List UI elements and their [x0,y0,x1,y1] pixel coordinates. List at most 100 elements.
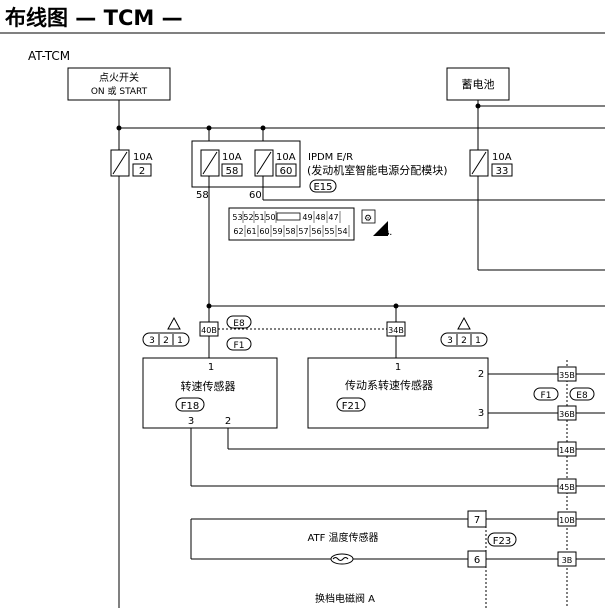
fuse-battery: 10A 33 [469,149,513,177]
connector-40b: 40B [199,321,219,337]
connector-36b: 36B [557,405,577,421]
fuse-number: 2 [139,166,145,177]
splice-dot [116,125,122,131]
pin-order-marker: 3 2 1 [440,316,488,347]
output-sensor-connector: F21 [342,401,360,412]
ipdm-pin-58: 58 [196,190,209,201]
atf-sensor-label: ATF 温度传感器 [307,531,378,544]
svg-text:2: 2 [163,336,169,346]
ipdm-pin-60: 60 [249,190,262,201]
svg-text:⚙: ⚙ [364,214,372,224]
fuse-number: 60 [280,166,293,177]
connector-e8: E8 [226,315,252,329]
splice-dot [475,103,481,109]
svg-text:57: 57 [298,227,308,236]
page-title: 布线图 — TCM — [5,6,183,30]
pinout-cell: 52 [243,211,255,223]
pin-label: 2 [225,416,231,427]
fuse-ipdm-60: 10A 60 [254,149,297,177]
ipdm-er-module: 10A 58 10A 60 58 60 [191,140,301,201]
pinout-cell: 60 [259,225,272,237]
pin-label: 6 [474,555,480,566]
svg-text:35B: 35B [559,371,575,380]
svg-text:59: 59 [272,227,282,236]
pinout-cell: 47 [328,211,341,223]
pinout-cell: 62 [233,225,246,237]
fuse-amp: 10A [276,152,296,163]
solenoid-label: 换档电磁阀 A [315,592,375,605]
ipdm-connector: E15 [313,182,332,193]
svg-text:50: 50 [265,213,275,222]
pinout-cell: 54 [337,225,350,237]
connector-f1: F1 [226,337,252,351]
splice-dot [206,303,212,309]
pin-label: 1 [395,362,401,373]
connector-34b: 34B [386,321,406,337]
svg-text:34B: 34B [388,326,404,335]
connector-35b: 35B [557,366,577,382]
svg-text:36B: 36B [559,410,575,419]
svg-text:61: 61 [246,227,256,236]
speed-sensor-label: 转速传感器 [181,379,236,393]
hs-connector-icon: ⚙ H.S. [361,209,392,237]
connector-e8: E8 [569,387,595,401]
connector-14b: 14B [557,441,577,457]
svg-text:1: 1 [177,336,183,346]
svg-text:2: 2 [461,336,467,346]
svg-text:3B: 3B [562,556,573,565]
svg-text:53: 53 [232,213,242,222]
pinout-cell [276,212,301,221]
svg-text:49: 49 [302,213,312,222]
speed-sensor-connector: F18 [181,401,199,412]
pinout-cell: 57 [298,225,311,237]
battery-label: 蓄电池 [462,78,495,91]
fuse-amp: 10A [222,152,242,163]
pinout-cell: 61 [246,225,259,237]
svg-text:62: 62 [233,227,243,236]
pin-order-marker: 3 2 1 [142,316,190,347]
pin-label: 7 [474,515,480,526]
svg-text:55: 55 [324,227,334,236]
svg-text:52: 52 [243,213,253,222]
pinout-cell: 48 [315,211,328,223]
pin-label: 2 [478,369,484,380]
thermistor-icon [330,553,354,565]
ignition-label: 点火开关 [99,71,139,84]
fuse-number: 33 [496,166,509,177]
output-sensor-label: 传动系转速传感器 [345,378,433,392]
svg-text:3: 3 [149,336,155,346]
fuse-amp: 10A [133,152,153,163]
pinout-cell: 51 [254,211,266,223]
pin-label: 3 [478,408,484,419]
ipdm-subtitle: (发动机室智能电源分配模块) [307,163,448,177]
pinout-cell: 58 [285,225,298,237]
svg-text:56: 56 [311,227,321,236]
svg-text:45B: 45B [559,483,575,492]
svg-text:E8: E8 [233,319,245,329]
pin-label: 3 [188,416,194,427]
ipdm-title: IPDM E/R [308,152,353,163]
svg-text:10B: 10B [559,516,575,525]
ignition-mode: ON 或 START [91,85,148,97]
fuse-ipdm-58: 10A 58 [200,149,243,177]
output-speed-sensor: 1 传动系转速传感器 F21 2 3 [307,357,489,429]
connector-3b: 3B [557,551,577,567]
fuse-amp: 10A [492,152,512,163]
atf-sensor-connector: F23 [493,536,511,547]
svg-text:1: 1 [475,336,481,346]
pinout-cell: 56 [311,225,324,237]
fuse-number: 58 [226,166,239,177]
pinout-cell: 59 [272,225,285,237]
svg-text:3: 3 [447,336,453,346]
pin-label: 1 [208,362,214,373]
svg-text:51: 51 [254,213,264,222]
pinout-cell: 50 [265,211,277,223]
svg-text:F1: F1 [234,341,245,351]
connector-10b: 10B [557,511,577,527]
speed-sensor: 1 转速传感器 F18 3 2 [142,357,278,429]
svg-text:14B: 14B [559,446,575,455]
battery: 蓄电池 [446,67,510,101]
ignition-switch: 点火开关 ON 或 START [67,67,171,101]
